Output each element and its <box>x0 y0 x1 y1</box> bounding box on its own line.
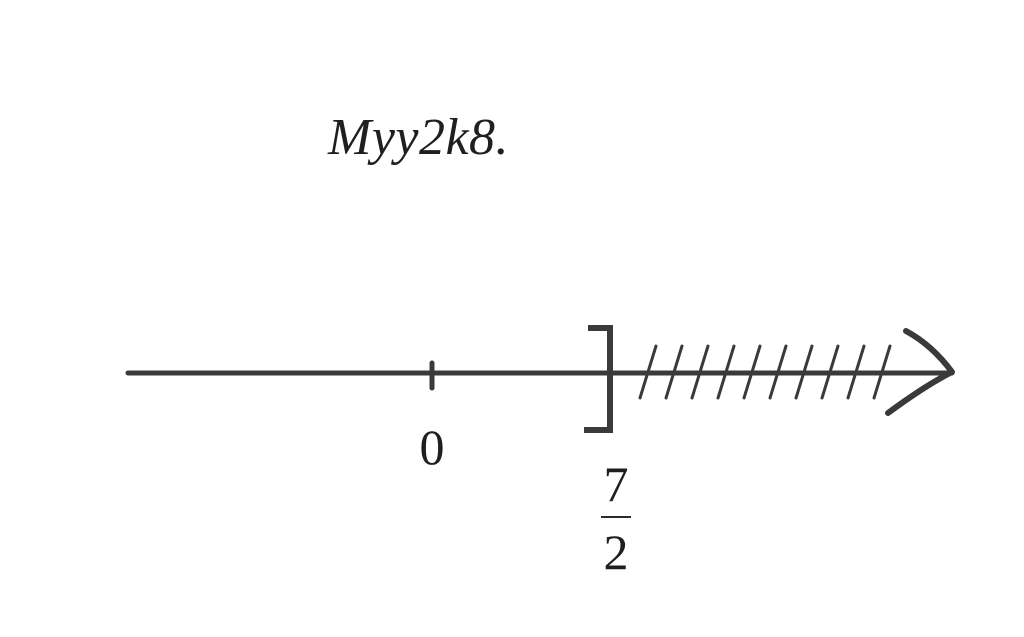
hatch-mark <box>846 344 866 400</box>
hatch-mark <box>794 344 814 400</box>
hatch-mark <box>820 344 840 400</box>
fraction-bar <box>601 516 631 518</box>
hatch-mark <box>690 344 710 400</box>
hatch-mark <box>716 344 736 400</box>
hatch-mark <box>742 344 762 400</box>
hatch-mark <box>768 344 788 400</box>
closed-bracket-mark <box>584 325 613 433</box>
boundary-fraction-label: 7 2 <box>592 458 640 578</box>
arrow-head-icon <box>885 328 955 416</box>
hatch-mark <box>638 344 658 400</box>
hatch-mark <box>664 344 684 400</box>
zero-tick-label: 0 <box>419 419 445 475</box>
shaded-region-hatching <box>638 344 892 400</box>
hatch-mark <box>872 344 892 400</box>
diagram-caption: Myy2k8. <box>328 109 510 166</box>
fraction-numerator: 7 <box>603 456 629 512</box>
fraction-denominator: 2 <box>603 524 629 580</box>
